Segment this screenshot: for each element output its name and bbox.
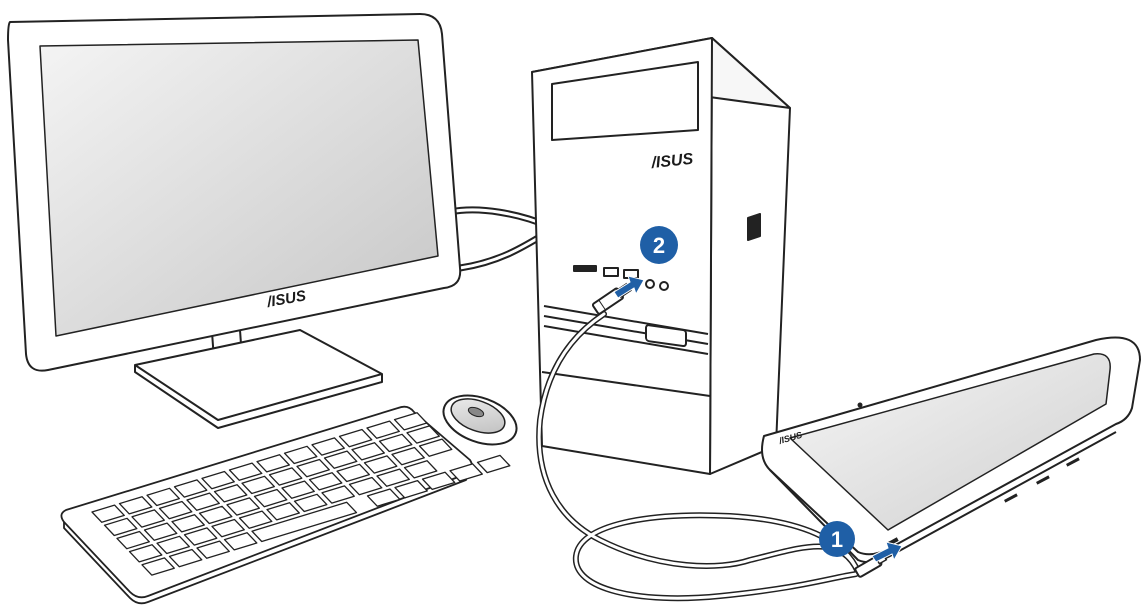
arrow-to-tablet-port (871, 541, 903, 563)
keyboard-key (418, 438, 453, 457)
keyboard-key (311, 437, 345, 456)
keyboard-key (378, 433, 413, 453)
optical-drive-bay (551, 61, 699, 141)
tablet-camera (857, 402, 863, 408)
keyboard-key (296, 458, 330, 478)
keyboard-key (186, 492, 220, 511)
keyboard-keys (91, 412, 511, 576)
keyboard-key (213, 484, 248, 503)
keyboard-key (118, 496, 153, 515)
step-number-1: 1 (831, 527, 843, 552)
monitor (7, 13, 550, 429)
monitor-screen (39, 39, 439, 337)
keyboard-key (266, 502, 300, 521)
keyboard-key (336, 463, 370, 483)
keyboard-key (128, 544, 163, 563)
mouse (442, 394, 518, 446)
keyboard-key (238, 510, 273, 529)
keyboard-key (131, 509, 165, 528)
keyboard-key (394, 479, 428, 499)
keyboard-key (323, 450, 358, 469)
keyboard-key (283, 445, 318, 465)
keyboard-key (251, 501, 358, 543)
tower-logo: /ISUS (650, 151, 695, 172)
keyboard-key (226, 497, 260, 516)
keyboard-key (308, 472, 343, 491)
keyboard-key (183, 527, 218, 546)
keyboard-key (403, 460, 438, 479)
keyboard-key (268, 467, 303, 486)
power-button (645, 324, 687, 348)
keyboard-key (476, 454, 511, 474)
keyboard-key (421, 471, 456, 491)
keyboard-key (351, 442, 385, 461)
keyboard-key (201, 470, 235, 490)
keyboard-key (256, 454, 290, 473)
keyboard-key (143, 522, 178, 541)
headphone-jack (659, 281, 669, 291)
keyboard-key (156, 535, 190, 555)
step-badge-2: 2 (640, 226, 678, 264)
keyboard-key (103, 517, 138, 537)
keyboard-key (91, 504, 125, 523)
keyboard-key (376, 468, 410, 487)
keyboard-key (363, 455, 398, 474)
keyboard-key (281, 480, 315, 499)
tablet (761, 336, 1141, 564)
keyboard-key (196, 540, 230, 559)
keyboard-key (211, 518, 245, 538)
keyboard-key (173, 479, 208, 498)
step-number-2: 2 (653, 233, 665, 258)
arrow-to-pc-port (613, 275, 645, 299)
keyboard-key (391, 446, 425, 466)
keyboard-key (449, 463, 483, 482)
keyboard-key (171, 514, 205, 533)
card-reader-slot (573, 265, 597, 272)
keyboard-key (223, 532, 258, 551)
keyboard-key (406, 425, 440, 444)
step-badge-1: 1 (819, 521, 855, 557)
keyboard-key (198, 505, 233, 525)
keyboard-key (146, 487, 180, 507)
keyboard-key (141, 557, 175, 576)
keyboard-key (321, 485, 355, 504)
keyboard-key (168, 548, 203, 568)
mouse-wheel (467, 406, 485, 418)
keyboard (60, 405, 511, 605)
keyboard-key (366, 488, 401, 507)
keyboard-key (393, 412, 428, 431)
keyboard-key (348, 476, 383, 496)
keyboard-key (241, 475, 275, 495)
keyboard-key (338, 428, 373, 448)
front-usb-port-a (603, 267, 619, 277)
tower-front-panel (531, 37, 713, 475)
keyboard-key (158, 500, 193, 520)
keyboard-key (253, 488, 288, 508)
monitor-logo: /ISUS (265, 287, 308, 311)
keyboard-key (228, 462, 263, 481)
mic-jack (645, 279, 655, 289)
tablet-screen (789, 353, 1111, 531)
keyboard-key (116, 530, 150, 550)
keyboard-key (366, 420, 400, 439)
keyboard-key (293, 493, 328, 513)
